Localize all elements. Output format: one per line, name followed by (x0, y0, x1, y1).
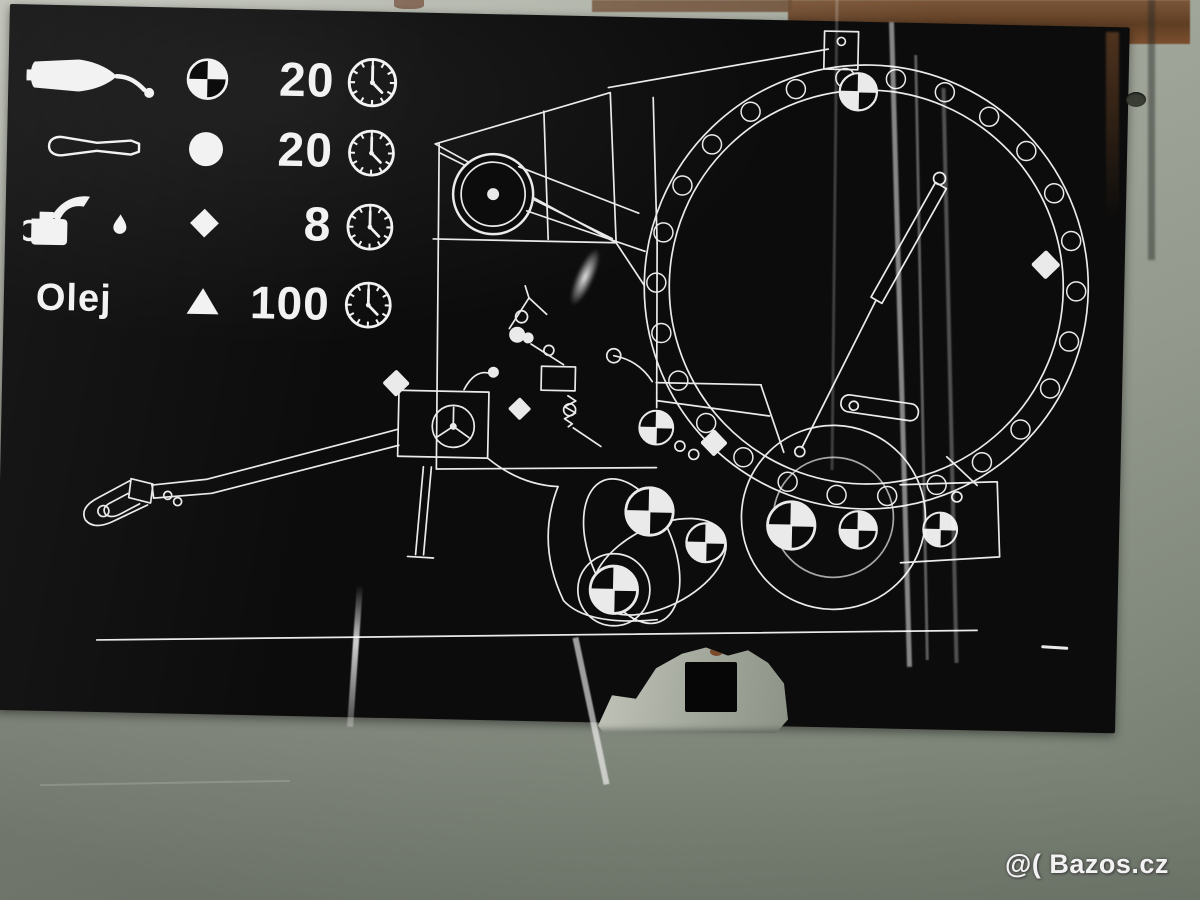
gearbox (396, 366, 499, 459)
panel-edge-seam (1148, 0, 1155, 260)
mounting-hole (685, 662, 737, 712)
panel-scratch (40, 779, 290, 787)
flywheel (451, 152, 646, 253)
rust-spot (710, 647, 723, 656)
baler-diagram (82, 30, 1090, 650)
rust-stain-strip (592, 0, 792, 12)
machine-frame (432, 91, 658, 488)
diamond-symbol (173, 206, 236, 239)
triangle-symbol (172, 285, 235, 316)
lubrication-plate: 20 20 (0, 4, 1130, 734)
oil-can-icon (22, 190, 174, 251)
handle-bar (840, 394, 920, 422)
rear-roller-bracket (899, 455, 1001, 564)
top-frame-link (607, 30, 860, 89)
legend-row: 20 (24, 110, 411, 188)
filled-circle-symbol (175, 130, 238, 167)
legend-row: Olej 100 (21, 262, 408, 340)
knotter-mechanism (508, 285, 654, 448)
screw-notch (1126, 92, 1146, 107)
legend-row: 8 (22, 184, 410, 262)
quartered-circle-symbol (176, 56, 239, 103)
oil-lube-points (382, 250, 1061, 457)
lubrication-legend: 20 20 (21, 40, 413, 340)
grease-gun-icon (26, 48, 177, 105)
ground-line (95, 629, 978, 641)
legend-row: 20 (26, 40, 413, 118)
hydraulic-cylinder (793, 171, 948, 458)
parking-jack (406, 465, 435, 559)
drawbar (127, 428, 400, 504)
rust-stain-nub (394, 0, 424, 9)
hitch-ring (82, 479, 183, 527)
grease-lube-points (588, 71, 959, 616)
watermark: @( Bazos.cz (1005, 849, 1169, 879)
grease-coupler-icon (25, 131, 176, 162)
